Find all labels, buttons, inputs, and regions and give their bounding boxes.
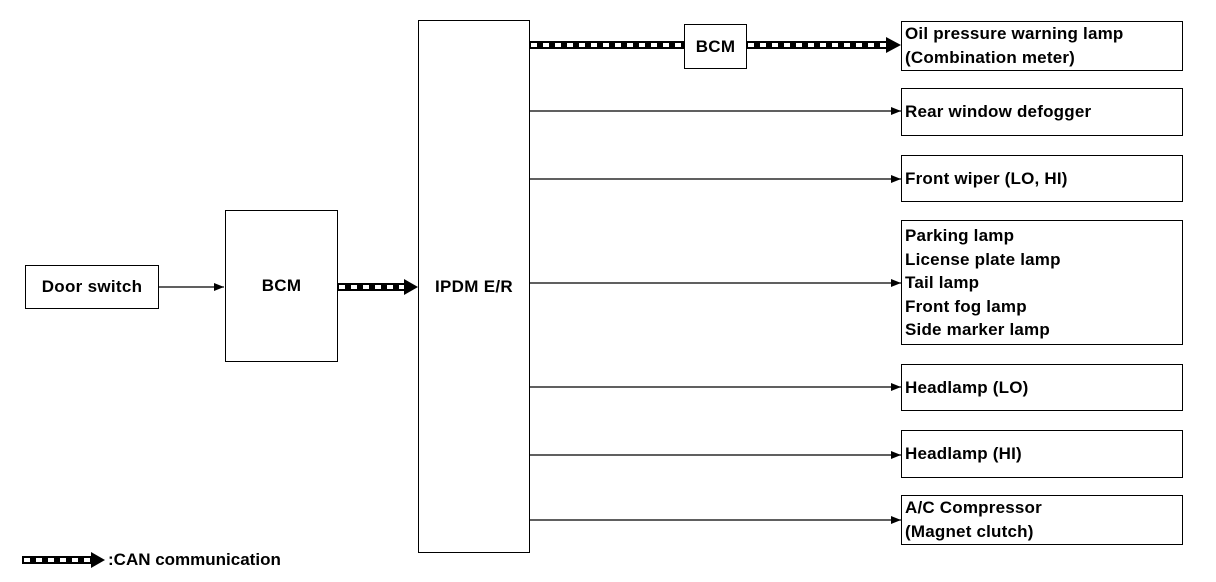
ac-compressor-box: A/C Compressor (Magnet clutch)	[901, 495, 1183, 545]
bcm-relay-box: BCM	[684, 24, 747, 69]
bcm-box: BCM	[225, 210, 338, 362]
can-legend-label: :CAN communication	[108, 550, 281, 569]
bcm-to-oil-lamp-can-line	[746, 37, 901, 53]
bcm-relay-label: BCM	[695, 36, 736, 56]
lamps-line-2: License plate lamp	[905, 249, 1061, 269]
headlamp-lo-box: Headlamp (LO)	[901, 364, 1183, 411]
oil-pressure-lamp-box: Oil pressure warning lamp (Combination m…	[901, 21, 1183, 71]
rear-defogger-label: Rear window defogger	[905, 102, 1092, 122]
lamps-line-1: Parking lamp	[905, 226, 1015, 245]
bcm-label: BCM	[261, 276, 302, 295]
ipdm-box: IPDM E/R	[418, 20, 530, 553]
ac-compressor-line-1: A/C Compressor	[905, 498, 1042, 517]
door-switch-box: Door switch	[25, 265, 159, 309]
headlamp-hi-box: Headlamp (HI)	[901, 430, 1183, 478]
ac-compressor-line-2: (Magnet clutch)	[905, 521, 1034, 541]
oil-lamp-line-2: (Combination meter)	[905, 47, 1076, 67]
lamps-line-5: Side marker lamp	[905, 320, 1050, 339]
rear-defogger-box: Rear window defogger	[901, 88, 1183, 136]
lamps-line-4: Front fog lamp	[905, 296, 1027, 316]
door-switch-label: Door switch	[41, 277, 143, 296]
can-legend-symbol	[22, 552, 105, 568]
bcm-to-ipdm-can-line	[337, 279, 418, 295]
ipdm-label: IPDM E/R	[435, 276, 513, 296]
oil-lamp-line-1: Oil pressure warning lamp	[905, 24, 1124, 43]
front-wiper-box: Front wiper (LO, HI)	[901, 155, 1183, 202]
front-wiper-label: Front wiper (LO, HI)	[905, 168, 1068, 188]
headlamp-lo-label: Headlamp (LO)	[905, 377, 1029, 397]
lamps-box: Parking lamp License plate lamp Tail lam…	[901, 220, 1183, 345]
lamps-line-3: Tail lamp	[905, 273, 980, 292]
headlamp-hi-label: Headlamp (HI)	[905, 444, 1022, 464]
